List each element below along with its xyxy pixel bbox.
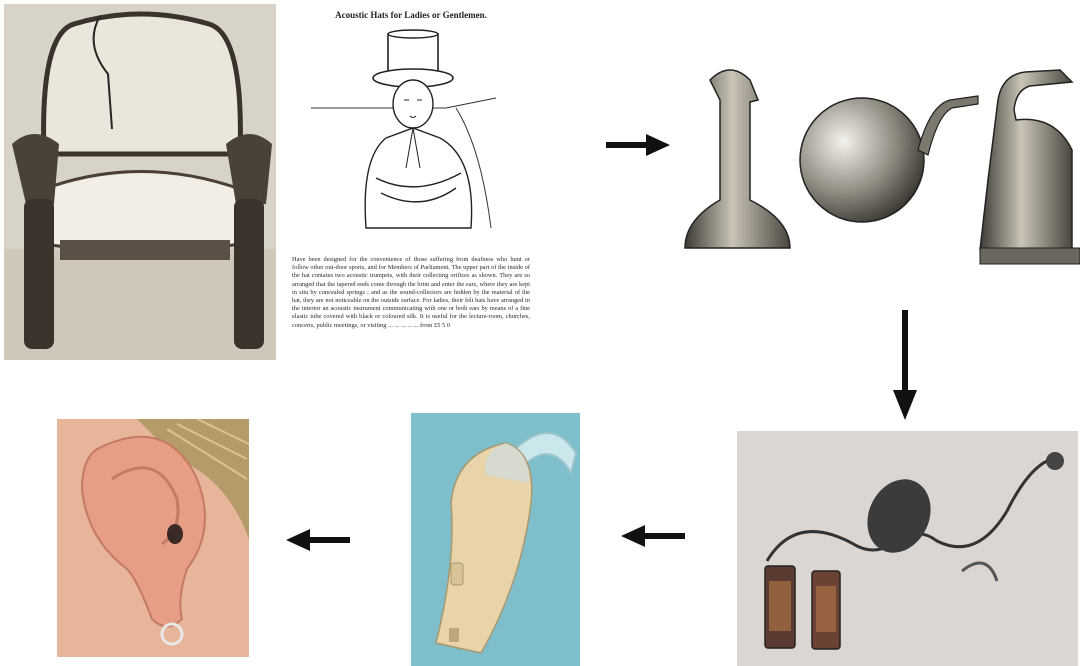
- body-worn-hearing-aid-illustration: [737, 431, 1078, 666]
- advertisement-body-text: Have been designed for the convenience o…: [292, 256, 530, 330]
- bte-hearing-aid-illustration: [411, 413, 580, 666]
- ear-trumpets-image: [680, 60, 1080, 270]
- ear-trumpets-illustration: [680, 60, 1080, 270]
- acoustic-chair-photo: [4, 4, 276, 360]
- acoustic-chair-illustration: [4, 4, 276, 360]
- advertisement-title: Acoustic Hats for Ladies or Gentlemen.: [286, 10, 536, 20]
- left-arrow-icon: [621, 525, 685, 547]
- behind-the-ear-hearing-aid-photo: [411, 413, 580, 666]
- gentleman-in-top-hat-illustration: [306, 28, 526, 250]
- down-arrow-icon: [893, 310, 917, 420]
- left-arrow-icon: [286, 529, 350, 551]
- body-worn-hearing-aid-photo: [737, 431, 1078, 666]
- ear-with-hearing-aid-illustration: [57, 419, 249, 657]
- in-the-ear-hearing-aid-photo: [57, 419, 249, 657]
- right-arrow-icon: [606, 134, 670, 156]
- acoustic-hat-advertisement: Acoustic Hats for Ladies or Gentlemen. H…: [286, 0, 536, 362]
